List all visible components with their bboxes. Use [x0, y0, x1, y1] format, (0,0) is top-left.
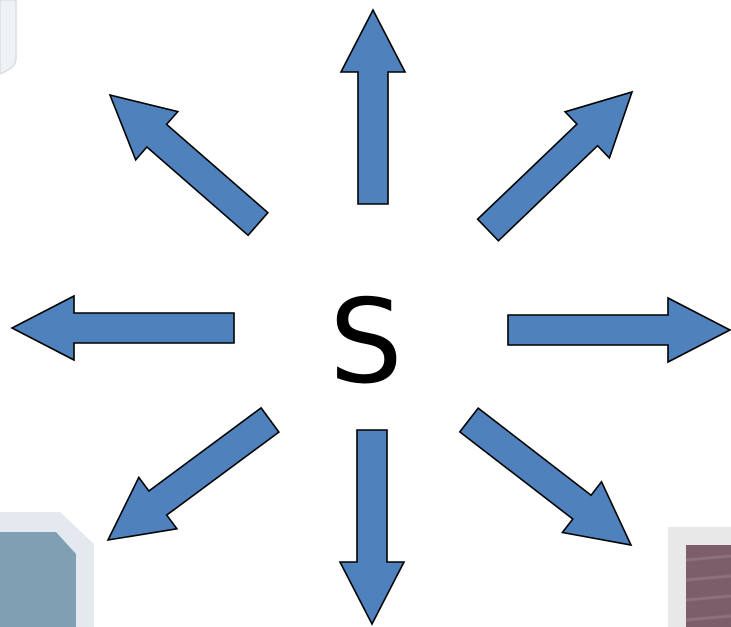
arrow-right [508, 298, 730, 362]
center-letter: S [329, 275, 403, 410]
arrow-down-left [108, 408, 279, 540]
arrow-down [340, 430, 404, 624]
corner-decoration-bottom-left [0, 512, 94, 627]
arrow-up-left [110, 95, 268, 235]
arrow-up-right [478, 92, 632, 241]
arrow-left [12, 296, 234, 360]
corner-decoration-top-left [0, 0, 16, 74]
arrow-up [341, 10, 405, 204]
corner-decoration-bottom-right [668, 527, 731, 627]
arrow-down-right [460, 408, 631, 545]
